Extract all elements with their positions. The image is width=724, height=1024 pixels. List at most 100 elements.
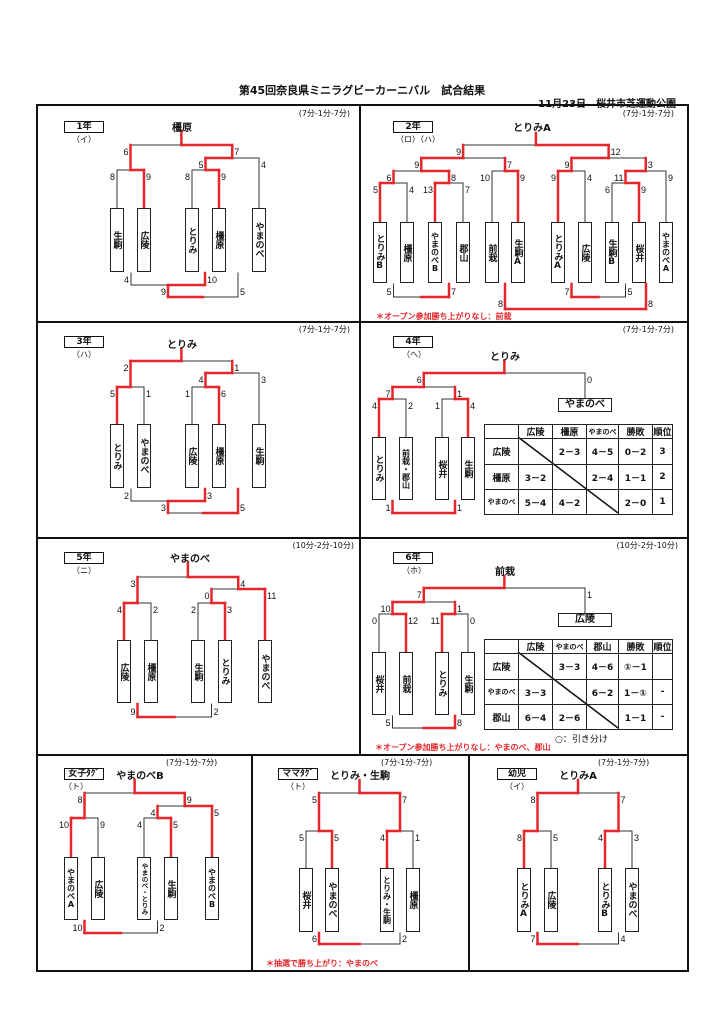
team-box: やまのべ bbox=[325, 868, 339, 932]
score-label: 6 bbox=[123, 147, 128, 157]
score-label: 5 bbox=[240, 503, 245, 513]
score-label: 0 bbox=[470, 616, 475, 626]
team-box: とりみ bbox=[372, 437, 386, 500]
score-label: 2 bbox=[191, 605, 196, 615]
score-label: 6 bbox=[312, 934, 317, 944]
score-label: 4 bbox=[117, 605, 122, 615]
score-label: 3 bbox=[207, 491, 212, 501]
score-label: 3 bbox=[130, 579, 135, 589]
score-label: 5 bbox=[173, 820, 178, 830]
score-label: 1 bbox=[385, 503, 390, 513]
table-header-cell: 順位 bbox=[652, 424, 673, 439]
table-header-cell: 順位 bbox=[652, 639, 673, 654]
score-label: 2 bbox=[123, 363, 128, 373]
team-box: 前栽 bbox=[399, 652, 413, 715]
table-header-row: 広陵橿原やまのべ勝敗順位 bbox=[484, 424, 673, 439]
score-label: 1 bbox=[457, 503, 462, 513]
team-name: 橿原 bbox=[213, 231, 224, 249]
score-label: 4 bbox=[124, 275, 129, 285]
grade-label: 2年 bbox=[393, 121, 433, 133]
score-label: 7 bbox=[451, 287, 456, 297]
team-box: とりみ bbox=[218, 640, 232, 703]
score-label: 13 bbox=[423, 185, 433, 195]
score-label: 8 bbox=[517, 833, 522, 843]
lottery-note: ＊抽選で勝ち上がり：やまのべ bbox=[266, 959, 378, 968]
team-name: やまのべ bbox=[259, 653, 270, 690]
team-box: 生駒 bbox=[191, 640, 205, 703]
team-name: 生駒 bbox=[192, 662, 203, 681]
champion-label: とりみA bbox=[559, 771, 597, 782]
table-cell: 6－4 bbox=[518, 704, 553, 730]
table-header-cell: 勝敗 bbox=[618, 424, 653, 439]
team-box: とりみ bbox=[110, 424, 124, 488]
score-label: 7 bbox=[530, 934, 535, 944]
score-label: 5 bbox=[386, 287, 391, 297]
team-name: とりみB bbox=[599, 881, 610, 919]
score-label: 4 bbox=[261, 160, 266, 170]
champion-label: とりみA bbox=[513, 123, 551, 134]
table-cell: 5－4 bbox=[518, 489, 553, 515]
table-cell bbox=[518, 653, 553, 680]
score-label: 3 bbox=[161, 503, 166, 513]
team-name: 桜井 bbox=[373, 674, 384, 693]
score-label: 1 bbox=[415, 833, 420, 843]
score-label: 4 bbox=[150, 808, 155, 818]
team-name: やまのべ bbox=[138, 438, 149, 474]
group-label: （ハ） bbox=[72, 350, 96, 359]
team-name: やまのべ bbox=[626, 882, 637, 918]
table-cell: 3－2 bbox=[518, 464, 553, 490]
team-name: とりみA bbox=[518, 881, 529, 919]
score-label: 5 bbox=[385, 718, 390, 728]
team-name: やまのべ・とりみ bbox=[140, 862, 148, 915]
champion-label: やまのべ bbox=[170, 554, 210, 565]
table-cell bbox=[652, 653, 673, 680]
score-label: 0 bbox=[204, 591, 209, 601]
group-label: （イ） bbox=[505, 782, 529, 791]
match-time: (7分-1分-7分) bbox=[298, 109, 350, 118]
team-name: 広陵 bbox=[186, 447, 197, 465]
team-name: 桜井 bbox=[436, 459, 447, 478]
team-name: 橿原 bbox=[213, 447, 224, 465]
score-label: 8 bbox=[648, 299, 653, 309]
champion-label: 前栽 bbox=[495, 567, 515, 578]
table-header-cell: 郡山 bbox=[586, 639, 619, 654]
score-label: 7 bbox=[417, 590, 422, 600]
team-name: とりみ bbox=[436, 670, 447, 697]
team-box: とりみA bbox=[551, 222, 565, 283]
score-label: 7 bbox=[564, 287, 569, 297]
group-label: （イ） bbox=[72, 135, 96, 144]
score-label: 0 bbox=[587, 375, 592, 385]
score-label: 8 bbox=[185, 172, 190, 182]
match-time: (10分-2分-10分) bbox=[292, 541, 354, 550]
team-name: 前栽 bbox=[400, 674, 411, 693]
score-label: 4 bbox=[198, 375, 203, 385]
score-label: 1 bbox=[457, 389, 462, 399]
match-time: (7分-1分-7分) bbox=[381, 758, 433, 767]
grade-label: ママﾀｸﾞ bbox=[278, 768, 318, 780]
grade-label: 女子ﾀｸﾞ bbox=[64, 768, 104, 780]
team-name: 橿原 bbox=[401, 243, 412, 262]
team-name: 生駒 bbox=[462, 674, 473, 693]
team-name: 広陵 bbox=[92, 879, 103, 898]
champion-label: とりみ bbox=[167, 340, 197, 351]
table-cell: - bbox=[652, 704, 673, 730]
team-name: 生駒 bbox=[253, 447, 264, 465]
score-label: 4 bbox=[470, 401, 475, 411]
team-name: とりみB bbox=[374, 234, 385, 271]
score-label: 8 bbox=[77, 795, 82, 805]
score-label: 11 bbox=[267, 591, 276, 601]
score-label: 12 bbox=[611, 147, 621, 157]
team-name: 広陵 bbox=[118, 662, 129, 681]
team-name: 生駒 bbox=[111, 231, 122, 249]
table-cell: 3－3 bbox=[552, 653, 587, 680]
team-box: 広陵 bbox=[91, 857, 105, 920]
score-label: 4 bbox=[372, 401, 377, 411]
score-label: 7 bbox=[621, 795, 626, 805]
table-cell: 1 bbox=[652, 489, 673, 515]
score-label: 3 bbox=[648, 160, 653, 170]
